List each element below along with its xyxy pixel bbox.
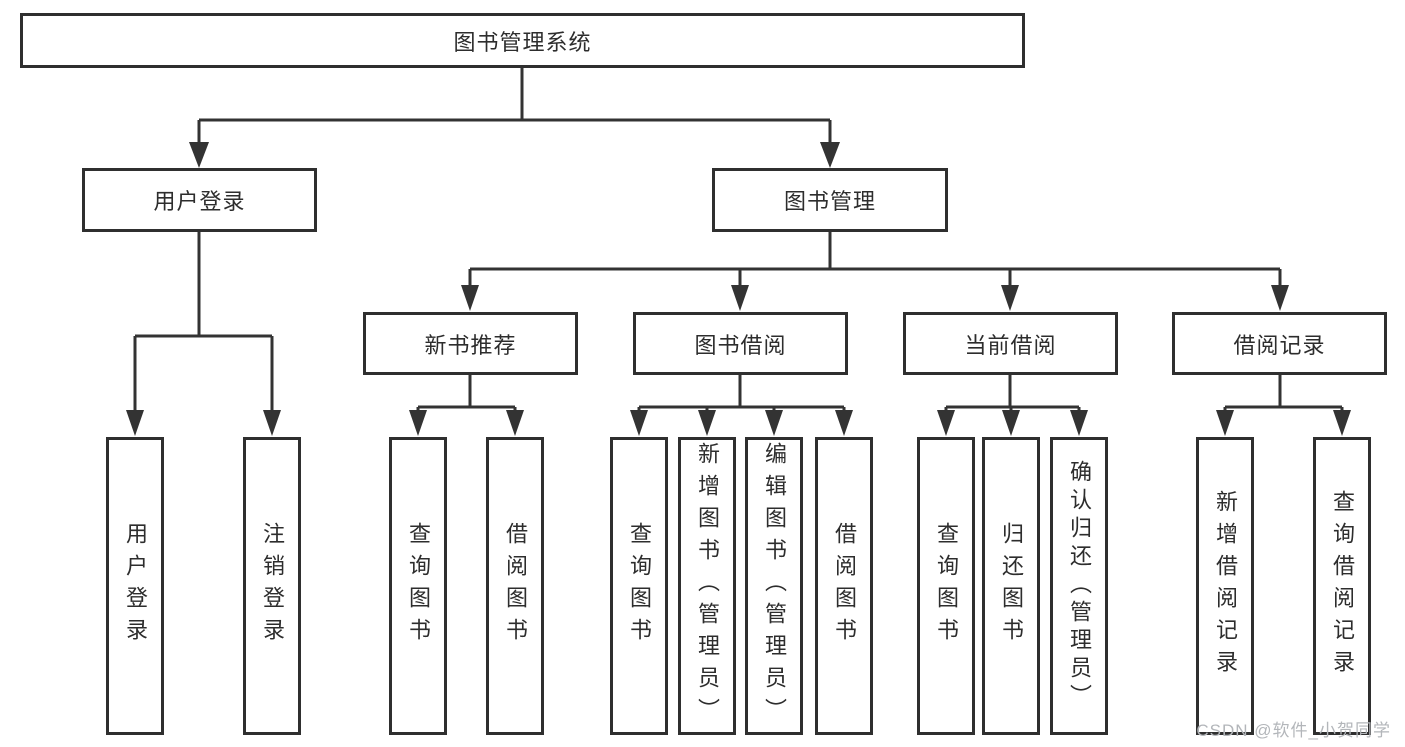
node-book-mgmt: 图书管理 [712,168,948,232]
leaf-query-books-current: 查询图书 [917,437,975,735]
connector-current-borrow-subtree [944,375,1081,416]
arrow-down-icon [1271,285,1289,311]
leaf-borrow-books: 借阅图书 [815,437,873,735]
leaf-edit-books-admin: 编辑图书（管理员） [745,437,803,735]
arrow-down-icon [1001,285,1019,311]
arrow-down-icon [698,410,716,436]
connector-borrow-records-subtree [1223,375,1344,416]
arrow-down-icon [263,410,281,436]
connector-book-borrow-subtree [637,375,846,416]
leaf-logout: 注销登录 [243,437,301,735]
arrow-down-icon [1216,410,1234,436]
csdn-watermark: CSDN @软件_小贺同学 [1196,721,1391,740]
arrow-down-icon [506,410,524,436]
arrow-down-icon [409,410,427,436]
connector-book-mgmt-trunk [468,232,1282,290]
arrow-down-icon [765,410,783,436]
node-borrow-records: 借阅记录 [1172,312,1387,375]
arrow-down-icon [126,410,144,436]
leaf-user-login: 用户登录 [106,437,164,735]
node-user-login: 用户登录 [82,168,317,232]
arrow-down-icon [461,285,479,311]
arrow-down-icon [820,142,840,168]
connector-user-login-subtree [133,232,274,414]
leaf-return-books: 归还图书 [982,437,1040,735]
leaf-confirm-return-admin: 确认归还（管理员） [1050,437,1108,735]
arrow-down-icon [1333,410,1351,436]
node-book-borrow: 图书借阅 [633,312,848,375]
arrow-down-icon [1070,410,1088,436]
node-root: 图书管理系统 [20,13,1025,68]
arrow-down-icon [630,410,648,436]
leaf-add-borrow-record: 新增借阅记录 [1196,437,1254,735]
leaf-borrow-books-recommend: 借阅图书 [486,437,544,735]
leaf-query-books-borrow: 查询图书 [610,437,668,735]
arrow-down-icon [731,285,749,311]
connector-new-recommend-subtree [416,375,517,416]
leaf-add-books-admin: 新增图书（管理员） [678,437,736,735]
leaf-query-books-recommend: 查询图书 [389,437,447,735]
arrow-down-icon [189,142,209,168]
connector-root-trunk [197,68,832,146]
leaf-query-borrow-record: 查询借阅记录 [1313,437,1371,735]
arrow-down-icon [835,410,853,436]
node-current-borrow: 当前借阅 [903,312,1118,375]
node-new-recommend: 新书推荐 [363,312,578,375]
arrow-down-icon [937,410,955,436]
arrow-down-icon [1002,410,1020,436]
